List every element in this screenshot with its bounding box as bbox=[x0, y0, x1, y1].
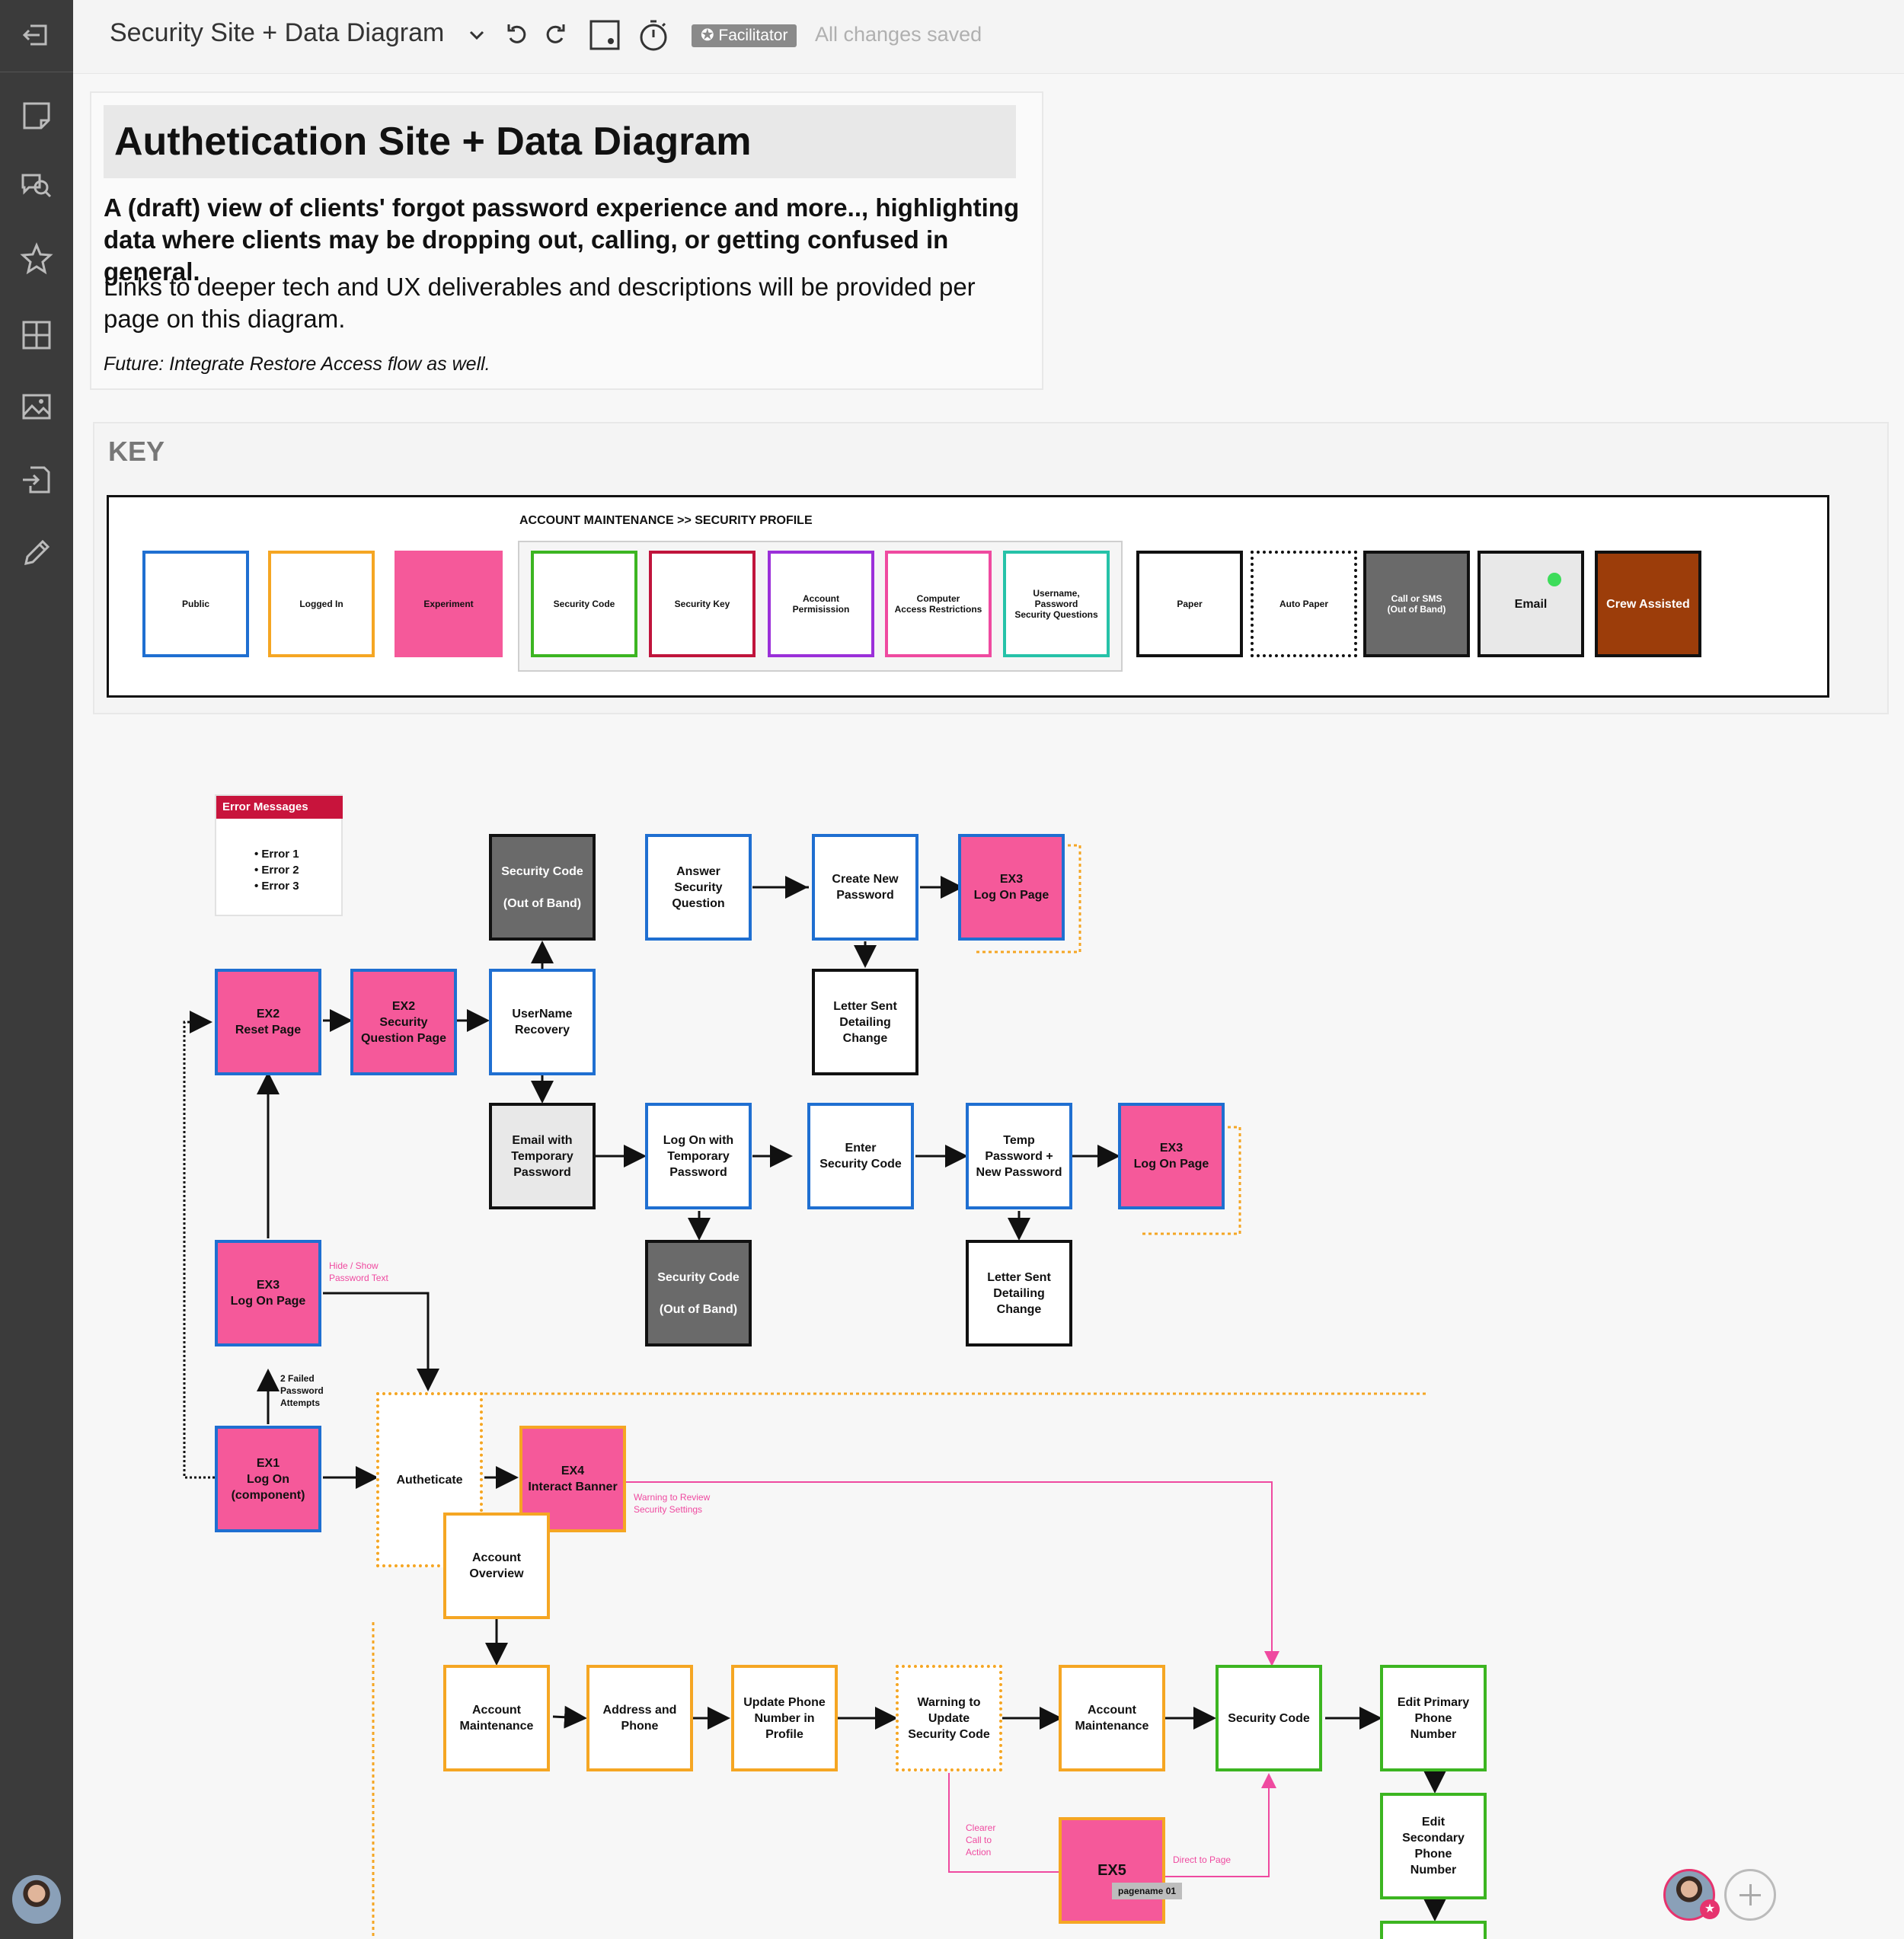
key-username-password[interactable]: Username, Password Security Questions bbox=[1003, 551, 1110, 657]
node-enter-security-code[interactable]: Enter Security Code bbox=[807, 1103, 914, 1209]
add-collaborator-button[interactable] bbox=[1724, 1869, 1776, 1921]
node-account-maintenance-1[interactable]: Account Maintenance bbox=[443, 1665, 550, 1771]
key-group-label: ACCOUNT MAINTENANCE >> SECURITY PROFILE bbox=[519, 514, 813, 527]
error-messages-card[interactable]: Error Messages • Error 1 • Error 2 • Err… bbox=[215, 794, 343, 916]
undo-icon[interactable] bbox=[501, 18, 535, 52]
key-security-key[interactable]: Security Key bbox=[649, 551, 756, 657]
annotation-warning-review: Warning to Review Security Settings bbox=[634, 1492, 711, 1515]
key-crew-assisted[interactable]: Crew Assisted bbox=[1595, 551, 1701, 657]
node-ex1-log-on[interactable]: EX1 Log On (component) bbox=[215, 1426, 321, 1532]
save-status: All changes saved bbox=[815, 23, 982, 46]
key-experiment[interactable]: Experiment bbox=[395, 551, 503, 657]
key-title: KEY bbox=[108, 436, 165, 467]
key-call-sms[interactable]: Call or SMS (Out of Band) bbox=[1363, 551, 1470, 657]
key-paper[interactable]: Paper bbox=[1136, 551, 1243, 657]
key-auto-paper[interactable]: Auto Paper bbox=[1251, 551, 1357, 657]
page-title: Authetication Site + Data Diagram bbox=[114, 120, 752, 164]
node-update-phone[interactable]: Update Phone Number in Profile bbox=[731, 1665, 838, 1771]
node-letter-sent-1[interactable]: Letter Sent Detailing Change bbox=[812, 969, 918, 1075]
key-computer-access[interactable]: Computer Access Restrictions bbox=[885, 551, 992, 657]
node-answer-security-question[interactable]: Answer Security Question bbox=[645, 834, 752, 941]
node-security-code[interactable]: Security Code bbox=[1216, 1665, 1322, 1771]
avatar[interactable] bbox=[12, 1875, 61, 1924]
grid-icon[interactable] bbox=[20, 318, 53, 352]
import-icon[interactable] bbox=[20, 463, 53, 497]
star-badge-icon: ★ bbox=[1700, 1899, 1720, 1919]
node-username-recovery[interactable]: UserName Recovery bbox=[489, 969, 596, 1075]
redo-icon[interactable] bbox=[538, 18, 571, 52]
key-public[interactable]: Public bbox=[142, 551, 249, 657]
node-security-code-oob-1[interactable]: Security Code (Out of Band) bbox=[489, 834, 596, 941]
node-ex5[interactable]: EX5 bbox=[1059, 1817, 1165, 1924]
annotation-hide-show: Hide / Show Password Text bbox=[329, 1260, 388, 1283]
sidebar bbox=[0, 0, 73, 1939]
intro-note: Future: Integrate Restore Access flow as… bbox=[104, 353, 490, 375]
node-letter-sent-2[interactable]: Letter Sent Detailing Change bbox=[966, 1240, 1072, 1346]
intro-body: Links to deeper tech and UX deliverables… bbox=[104, 273, 976, 333]
node-next-cutoff[interactable] bbox=[1380, 1921, 1487, 1939]
frame-icon[interactable] bbox=[588, 18, 621, 52]
node-edit-primary-phone[interactable]: Edit Primary Phone Number bbox=[1380, 1665, 1487, 1771]
comment-search-icon[interactable] bbox=[20, 169, 53, 203]
timer-icon[interactable] bbox=[637, 18, 670, 52]
annotation-clearer: Clearer Call to Action bbox=[966, 1822, 996, 1858]
node-ex3-log-on-mid[interactable]: EX3 Log On Page bbox=[1118, 1103, 1225, 1209]
error-messages-header: Error Messages bbox=[216, 796, 343, 819]
node-address-phone[interactable]: Address and Phone bbox=[586, 1665, 693, 1771]
chevron-down-icon[interactable] bbox=[460, 18, 494, 52]
image-icon[interactable] bbox=[20, 390, 53, 423]
intro-lead: A (draft) view of clients' forgot passwo… bbox=[104, 193, 1020, 286]
top-bar: Security Site + Data Diagram ✪ Facilitat… bbox=[73, 0, 1904, 74]
intro-card[interactable]: Authetication Site + Data Diagram A (dra… bbox=[90, 91, 1043, 390]
star-icon[interactable] bbox=[20, 242, 53, 276]
sticky-note-icon[interactable] bbox=[20, 99, 53, 133]
node-log-on-temp-password[interactable]: Log On with Temporary Password bbox=[645, 1103, 752, 1209]
node-account-maintenance-2[interactable]: Account Maintenance bbox=[1059, 1665, 1165, 1771]
node-edit-secondary-phone[interactable]: Edit Secondary Phone Number bbox=[1380, 1793, 1487, 1899]
annotation-direct: Direct to Page bbox=[1173, 1854, 1232, 1865]
node-ex2-security-question[interactable]: EX2 Security Question Page bbox=[350, 969, 457, 1075]
node-ex3-log-on-left[interactable]: EX3 Log On Page bbox=[215, 1240, 321, 1346]
intro-title-bar: Authetication Site + Data Diagram bbox=[104, 105, 1016, 178]
error-messages-list: • Error 1 • Error 2 • Error 3 bbox=[254, 848, 299, 893]
node-temp-new-password[interactable]: Temp Password + New Password bbox=[966, 1103, 1072, 1209]
board-title[interactable]: Security Site + Data Diagram bbox=[110, 18, 445, 47]
online-dot-icon bbox=[1548, 573, 1561, 586]
facilitator-badge[interactable]: ✪ Facilitator bbox=[692, 24, 797, 47]
exit-icon[interactable] bbox=[20, 18, 53, 52]
pencil-icon[interactable] bbox=[20, 536, 53, 570]
node-account-overview[interactable]: Account Overview bbox=[443, 1513, 550, 1619]
key-account-permission[interactable]: Account Permisission bbox=[768, 551, 874, 657]
node-ex3-log-on-top[interactable]: EX3 Log On Page bbox=[958, 834, 1065, 941]
node-security-code-oob-2[interactable]: Security Code (Out of Band) bbox=[645, 1240, 752, 1346]
annotation-failed-attempts: 2 Failed Password Attempts bbox=[280, 1373, 324, 1408]
key-email[interactable]: Email bbox=[1478, 551, 1584, 657]
key-logged-in[interactable]: Logged In bbox=[268, 551, 375, 657]
key-security-code[interactable]: Security Code bbox=[531, 551, 637, 657]
node-ex2-reset-page[interactable]: EX2 Reset Page bbox=[215, 969, 321, 1075]
pagename-tag: pagename 01 bbox=[1112, 1883, 1183, 1899]
node-create-new-password[interactable]: Create New Password bbox=[812, 834, 918, 941]
node-email-temp-password[interactable]: Email with Temporary Password bbox=[489, 1103, 596, 1209]
node-warning-update[interactable]: Warning to Update Security Code bbox=[896, 1665, 1002, 1771]
